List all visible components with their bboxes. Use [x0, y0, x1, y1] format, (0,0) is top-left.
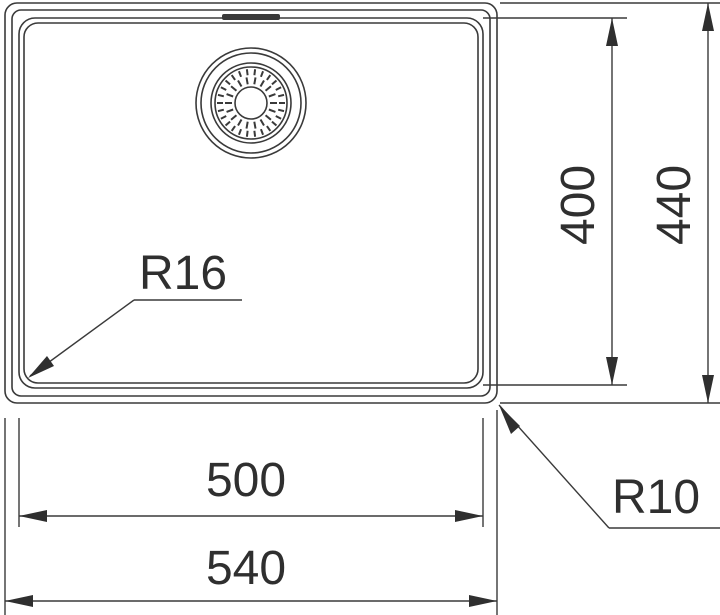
drain-slot [264, 85, 272, 92]
drain-slot [277, 93, 285, 98]
drain-slot [220, 115, 227, 120]
r10-label: R10 [612, 471, 700, 524]
drain-slot [226, 108, 234, 113]
r10-leader [498, 404, 720, 529]
dimension-540-label: 540 [206, 542, 286, 595]
outer-rim [4, 2, 498, 404]
dimension-440-label: 440 [648, 165, 701, 245]
drain-slot [253, 69, 257, 76]
drain-slot [266, 125, 272, 132]
outer-rim-inner-edge [11, 9, 491, 397]
drain-slot [253, 121, 257, 129]
overflow-slot [222, 14, 280, 20]
drain-slot [259, 128, 264, 136]
drain-slot [245, 77, 249, 85]
dimension-500-line [19, 510, 483, 522]
drain-slot [224, 120, 231, 127]
r16-leader [28, 299, 242, 378]
dimension-400-line [606, 18, 618, 385]
drain-slot [238, 70, 243, 78]
drain-slot [237, 118, 243, 127]
drain-slot [268, 108, 276, 113]
drain-slot [266, 74, 272, 81]
drain-slot [230, 74, 236, 81]
drain-slot [253, 77, 257, 85]
drain-strainer-icon [195, 47, 307, 159]
drain-slot [230, 85, 238, 92]
drain-slot [268, 93, 276, 98]
drain-slot [217, 108, 225, 113]
drain-slot [271, 79, 278, 86]
drain-slot [238, 128, 243, 136]
drain-slot [259, 118, 265, 127]
drain-slot [271, 120, 278, 127]
dimension-440-line [702, 3, 714, 403]
dimension-540-line [5, 595, 497, 607]
drain-slot [275, 86, 282, 91]
dimension-500-label: 500 [206, 454, 286, 507]
drain-slot [275, 115, 282, 120]
drain-slot [237, 79, 243, 88]
r16-label: R16 [139, 247, 227, 300]
dimension-400-label: 400 [552, 165, 605, 245]
drain-slot [230, 125, 236, 132]
drain-slot [217, 93, 225, 98]
drain-slot [220, 86, 227, 91]
drain-slot [264, 114, 272, 121]
drain-slot [253, 130, 257, 137]
drain-slot [245, 69, 249, 76]
inner-bowl-edge [23, 22, 479, 384]
drain-slot [245, 130, 249, 137]
drain-slot [230, 114, 238, 121]
drain-slot [245, 121, 249, 129]
drain-slot [226, 93, 234, 98]
drain-slot [259, 70, 264, 78]
drain-slot [277, 108, 285, 113]
drain-slot [259, 79, 265, 88]
drain-slot [224, 79, 231, 86]
